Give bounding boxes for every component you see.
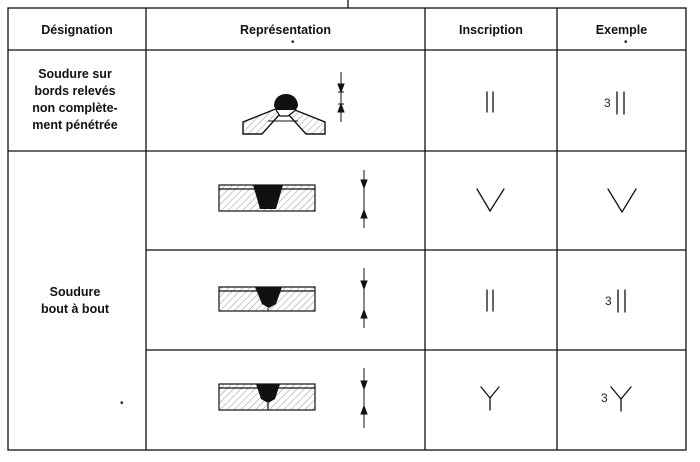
double-bar-icon: [616, 91, 625, 115]
double-bar-icon: [486, 289, 494, 312]
header-designation: Désignation: [41, 23, 113, 37]
header-inscription: Inscription: [459, 23, 523, 37]
example-prefix: 3: [601, 391, 608, 405]
row-1-designation: Soudure sur bords relevés non complète- …: [2, 66, 148, 134]
y-groove-icon: [610, 386, 632, 412]
designation-line: non complète-: [32, 101, 118, 115]
row-2-designation: Soudure bout à bout: [2, 284, 148, 318]
y-groove-icon: [480, 386, 500, 411]
scan-dot: •: [624, 37, 628, 48]
butt-weld-square-partial-icon: [218, 268, 368, 328]
header-representation: Représentation: [240, 23, 331, 37]
butt-weld-y-partial-icon: [218, 368, 368, 428]
v-groove-icon: [607, 188, 637, 214]
header-exemple: Exemple: [595, 23, 648, 37]
designation-line: ment pénétrée: [32, 118, 118, 132]
designation-line: Soudure: [49, 285, 101, 299]
example-prefix: 3: [605, 294, 612, 308]
example-prefix: 3: [604, 96, 611, 110]
double-bar-icon: [486, 91, 494, 113]
v-groove-icon: [476, 188, 505, 213]
designation-line: Soudure sur: [38, 67, 112, 81]
scan-dot: •: [120, 398, 124, 409]
designation-line: bords relevés: [34, 84, 116, 98]
designation-line: bout à bout: [40, 302, 110, 316]
double-bar-icon: [617, 289, 626, 313]
butt-weld-full-v-icon: [218, 170, 368, 228]
scan-dot: •: [291, 37, 295, 48]
edge-weld-partial-penetration-icon: [242, 72, 345, 135]
